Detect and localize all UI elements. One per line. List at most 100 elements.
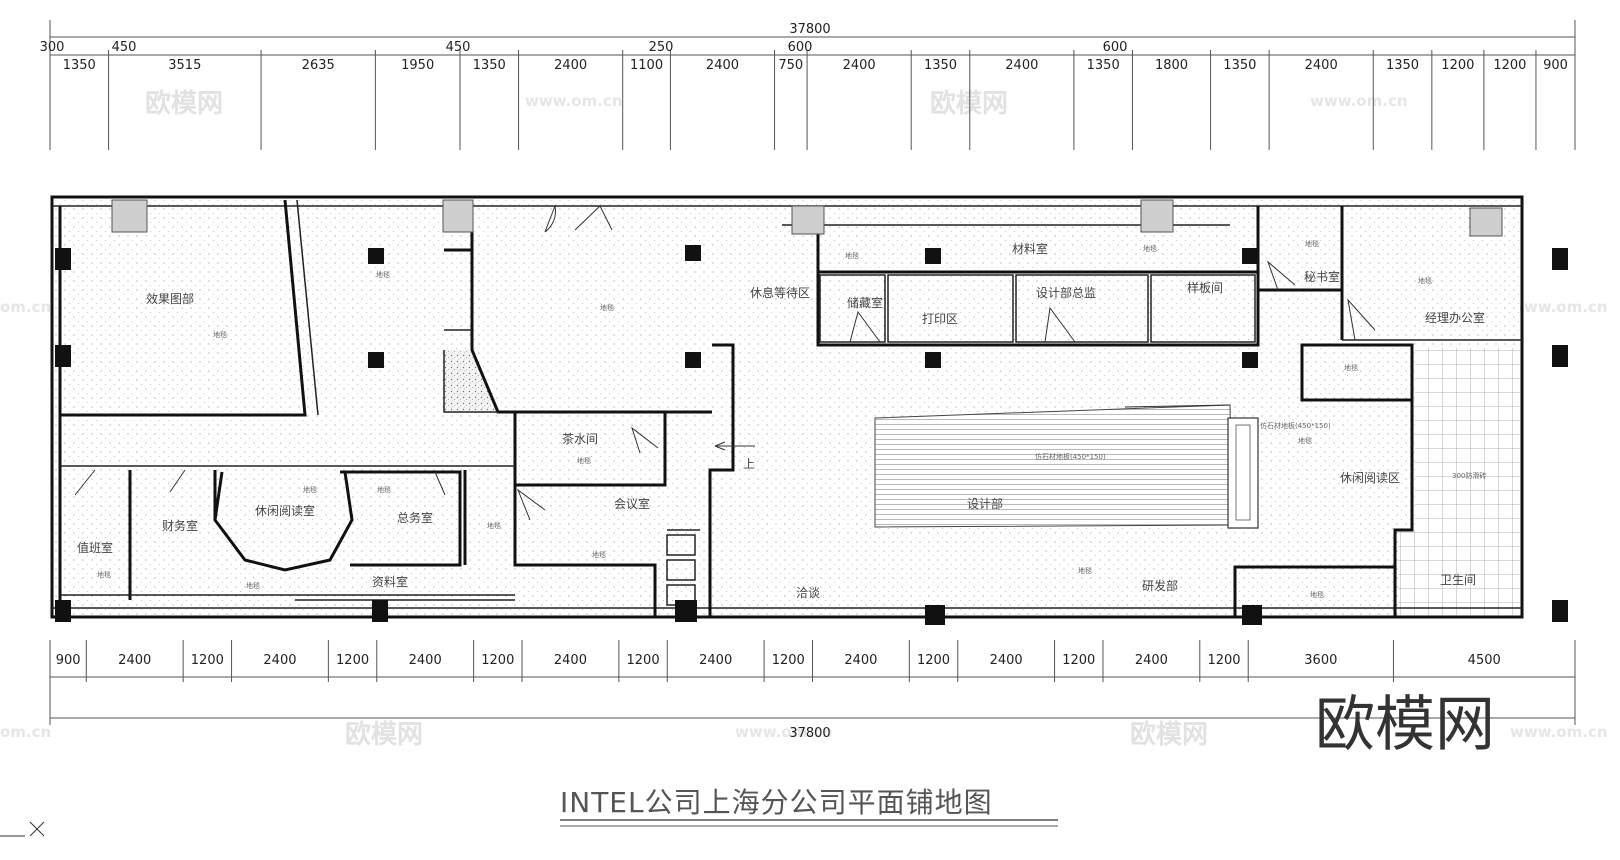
room-label-meeting: 会议室 xyxy=(614,496,650,511)
top-dimension-label: 2635 xyxy=(302,58,335,73)
top-dimension-label: 1950 xyxy=(401,58,434,73)
bottom-dimension-label: 1200 xyxy=(481,653,514,668)
watermark-url: om.cn xyxy=(0,298,51,316)
floor-note: 地毯 xyxy=(577,456,591,465)
floor-notes: 地毯 地毯 地毯 地毯 地毯 地毯 地毯 地毯 地毯 地毯 地毯 地毯 地毯 地… xyxy=(97,239,1486,599)
top-dimension-label: 1350 xyxy=(1223,58,1256,73)
watermark-url: www.om.cn xyxy=(525,92,623,110)
floor-note: 地毯 xyxy=(845,251,859,260)
bottom-dimension-label: 1200 xyxy=(627,653,660,668)
floor-note: 300防滑砖 xyxy=(1452,471,1486,480)
room-label-effects: 效果图部 xyxy=(146,291,194,306)
room-label-duty-room: 值班室 xyxy=(77,540,113,555)
bottom-dimension-label: 4500 xyxy=(1468,653,1501,668)
bottom-dimension-label: 2400 xyxy=(554,653,587,668)
floor-note: 地毯 xyxy=(1344,363,1358,372)
top-dimension-upper-label: 450 xyxy=(446,40,471,55)
floor-note: 地毯 xyxy=(246,581,260,590)
top-dimension-label: 1350 xyxy=(1087,58,1120,73)
bottom-dimension-ticks: 900 2400 1200 2400 1200 2400 1200 2400 1200 2400 1… xyxy=(49,640,1576,682)
floor-note: 地毯 xyxy=(592,550,606,559)
room-label-print: 打印区 xyxy=(922,312,958,326)
bottom-dimension-label: 1200 xyxy=(1207,653,1240,668)
room-label-storage: 储藏室 xyxy=(847,295,883,310)
floor-note: 地毯 xyxy=(303,485,317,494)
top-dimension-label: 1350 xyxy=(924,58,957,73)
bottom-dimension-label: 2400 xyxy=(1135,653,1168,668)
top-dimension-label: 900 xyxy=(1543,58,1568,73)
bottom-dimension-label: 1200 xyxy=(336,653,369,668)
columns xyxy=(55,199,1568,625)
room-label-tea: 茶水间 xyxy=(562,431,598,446)
bottom-dimension-label: 900 xyxy=(56,653,81,668)
top-dimension-label: 1200 xyxy=(1441,58,1474,73)
watermark-url: www.om.cn xyxy=(1310,92,1408,110)
bottom-dimension-label: 1200 xyxy=(191,653,224,668)
room-label-negotiate: 洽谈 xyxy=(796,586,820,600)
bottom-dimension-label: 2400 xyxy=(699,653,732,668)
top-dimension-upper-label: 300 xyxy=(40,40,65,55)
room-label-leisure-reading-left: 休闲阅读室 xyxy=(255,503,315,518)
floor-fills xyxy=(55,200,1520,615)
watermark-url: om.cn xyxy=(0,723,51,741)
floor-note: 地毯 xyxy=(97,570,111,579)
overall-dimension-bottom: 37800 xyxy=(789,726,830,741)
top-dimension-label: 1800 xyxy=(1155,58,1188,73)
floor-note: 地毯 xyxy=(377,485,391,494)
watermark-url: www.om.cn xyxy=(735,723,833,741)
watermark-text: 欧模网 xyxy=(1130,719,1208,750)
room-label-manager: 经理办公室 xyxy=(1425,310,1485,325)
top-dimension-upper-label: 600 xyxy=(1103,40,1128,55)
room-label-materials: 材料室 xyxy=(1012,241,1048,256)
room-label-lounge-wait: 休息等待区 xyxy=(750,285,810,300)
room-label-design-dept: 设计部 xyxy=(967,496,1003,511)
bottom-dimension-label: 2400 xyxy=(990,653,1023,668)
floor-note: 地毯 xyxy=(1310,590,1324,599)
top-dimension-upper-label: 600 xyxy=(788,40,813,55)
overall-dimension-top: 37800 xyxy=(789,22,830,37)
top-dimension-label: 3515 xyxy=(168,58,201,73)
room-label-leisure-reading-right: 休闲阅读区 xyxy=(1340,471,1400,485)
floor-note: 地毯 xyxy=(1418,276,1432,285)
top-dimension-label: 1350 xyxy=(1386,58,1419,73)
stair-mark: 上 xyxy=(743,457,755,471)
bottom-dimension-chain: 37800 900 2400 1200 2400 1200 2400 1200 2400 120… xyxy=(49,640,1576,741)
top-dimension-label: 2400 xyxy=(554,58,587,73)
room-label-secretary: 秘书室 xyxy=(1304,269,1340,284)
floor-note: 地毯 xyxy=(487,521,501,530)
bottom-dimension-label: 2400 xyxy=(263,653,296,668)
watermark-text: 欧模网 xyxy=(145,88,223,119)
brand-logo: 欧模网 xyxy=(1315,690,1495,760)
watermark-text: 欧模网 xyxy=(930,88,1008,119)
watermark-url: www.om.cn xyxy=(1510,298,1608,316)
bottom-dimension-label: 1200 xyxy=(917,653,950,668)
top-dimension-label: 1200 xyxy=(1493,58,1526,73)
bottom-dimension-label: 2400 xyxy=(409,653,442,668)
room-labels: 效果图部 休息等待区 材料室 样板间 秘书室 经理办公室 储藏室 打印区 设计部… xyxy=(77,241,1485,600)
top-dimension-label: 1350 xyxy=(473,58,506,73)
room-label-design-director: 设计部总监 xyxy=(1036,285,1096,300)
top-dimension-label: 1100 xyxy=(630,58,663,73)
floor-note: 地毯 xyxy=(1305,239,1319,248)
floor-note: 地毯 xyxy=(1143,244,1157,253)
doors xyxy=(74,205,1376,521)
top-dimension-label: 2400 xyxy=(1305,58,1338,73)
top-dimension-label: 2400 xyxy=(843,58,876,73)
drawing-title: INTEL公司上海分公司平面铺地图 xyxy=(560,786,1058,827)
top-dimension-label: 2400 xyxy=(1005,58,1038,73)
floor-note: 仿石材地板(450*150) xyxy=(1035,452,1106,461)
room-label-archive: 资料室 xyxy=(372,574,408,589)
floor-note: 仿石材地板(450*150) xyxy=(1260,421,1331,430)
room-label-restroom: 卫生间 xyxy=(1440,573,1476,587)
drawing-title-text: INTEL公司上海分公司平面铺地图 xyxy=(560,786,993,819)
floor-note: 地毯 xyxy=(600,303,614,312)
walls xyxy=(50,195,1524,619)
corner-mark xyxy=(0,821,45,837)
floor-note: 地毯 xyxy=(213,330,227,339)
floor-note: 地毯 xyxy=(1078,566,1092,575)
watermark-url: www.om.cn xyxy=(1510,723,1608,741)
room-label-sample: 样板间 xyxy=(1187,280,1223,295)
floor-note: 地毯 xyxy=(1298,436,1312,445)
